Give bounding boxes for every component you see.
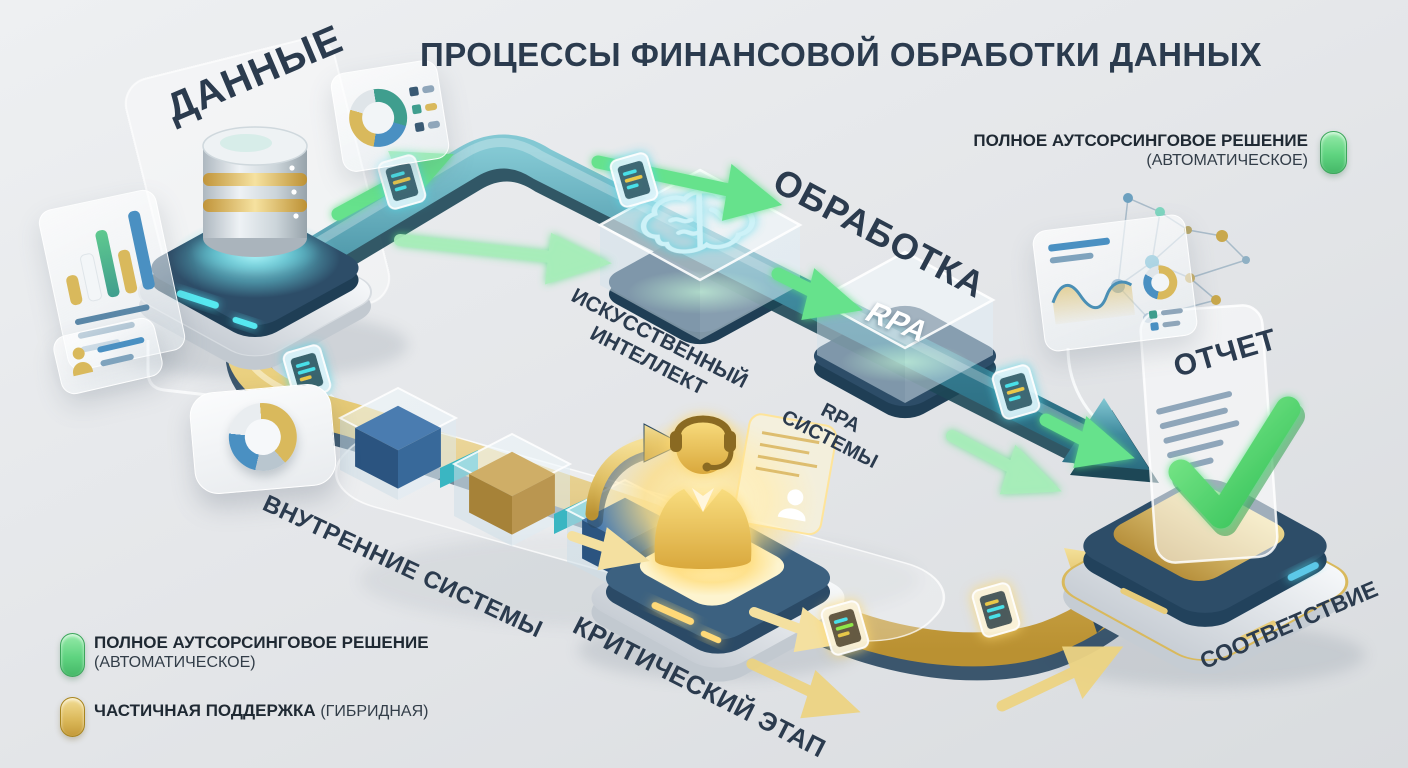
dashboard-card [1031,213,1199,353]
legend-item-title: ЧАСТИЧНАЯ ПОДДЕРЖКА [94,701,316,720]
document-chip-icon [991,364,1041,420]
legend-item-subtitle: (АВТОМАТИЧЕСКОЕ) [94,654,256,672]
page-title: ПРОЦЕССЫ ФИНАНСОВОЙ ОБРАБОТКИ ДАННЫХ [420,36,1263,73]
donut-ring-tile [187,382,339,496]
internal-system-box-1 [337,386,459,500]
legend-top-title: ПОЛНОЕ АУТСОРСИНГОВОЕ РЕШЕНИЕ [973,131,1308,150]
legend-item-full-outsourcing: ПОЛНОЕ АУТСОРСИНГОВОЕ РЕШЕНИЕ (АВТОМАТИЧ… [94,632,429,673]
legend-pill-green [60,633,85,677]
gold-flow-arrows [567,527,1124,719]
legend-item-partial-support: ЧАСТИЧНАЯ ПОДДЕРЖКА (ГИБРИДНАЯ) [94,700,428,722]
legend-item-title: ПОЛНОЕ АУТСОРСИНГОВОЕ РЕШЕНИЕ [94,633,429,652]
legend-pill-gold [60,697,85,737]
rpa-cube [814,250,996,403]
operator-group [594,413,838,584]
legend-top-right: ПОЛНОЕ АУТСОРСИНГОВОЕ РЕШЕНИЕ (АВТОМАТИЧ… [900,130,1308,171]
document-scroll [733,413,838,536]
donut-chart-card [328,58,452,174]
checkmark-icon [1168,396,1305,536]
document-chips [282,152,1041,656]
operator-headset-icon [654,415,752,569]
document-chip-icon [609,152,659,208]
legend-top-subtitle: (АВТОМАТИЧЕСКОЕ) [1146,152,1308,170]
document-chip-icon [971,582,1021,638]
wave-chart-icon [1051,280,1136,325]
database-icon [189,126,321,276]
user-avatar-icon [67,345,95,379]
internal-system-box-2 [451,432,573,546]
report-card [1139,304,1305,564]
legend-pill-green [1320,131,1347,174]
document-chip-icon [820,600,870,656]
legend-item-subtitle: (ГИБРИДНАЯ) [320,703,429,720]
bar-chart-icon [54,207,159,306]
document-chip-icon [377,154,427,210]
green-flow-arrows [331,151,1135,495]
